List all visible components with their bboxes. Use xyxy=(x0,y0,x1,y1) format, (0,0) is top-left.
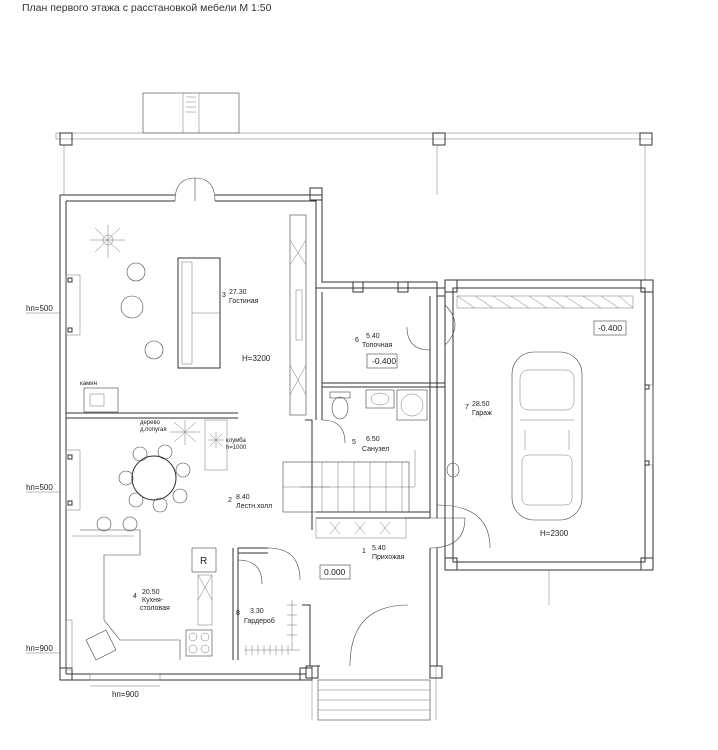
room-2-name: Лестн.холл xyxy=(236,503,272,510)
living-armchairs xyxy=(120,262,164,360)
car xyxy=(511,351,583,521)
interior-walls xyxy=(66,288,445,666)
room-label-4: 4 20.50 Кухня- столовая xyxy=(133,589,170,612)
sofa xyxy=(177,257,221,369)
room-label-3: 3 27.30 Гостиная xyxy=(222,289,259,305)
flowerbed xyxy=(204,419,228,471)
room-8-area: 3.30 xyxy=(250,608,264,615)
room-3-name: Гостиная xyxy=(229,298,259,305)
room-label-7: 7 28.50 Гараж xyxy=(465,401,492,417)
room-6-area: 5.40 xyxy=(366,333,380,340)
bottom-window xyxy=(89,673,161,687)
bathroom-sink xyxy=(365,389,395,409)
sill-left-upper: hп=500 xyxy=(26,304,53,313)
level-boiler: -0.400 xyxy=(372,356,396,366)
room-2-num: 2 xyxy=(228,497,232,504)
room-7-area: 28.50 xyxy=(472,401,490,408)
shower xyxy=(396,389,428,421)
left-windows xyxy=(65,274,81,671)
kitchen-counter xyxy=(72,516,181,660)
room-6-num: 6 xyxy=(355,337,359,344)
plant-living xyxy=(90,225,125,258)
label-tree-2: д.попугая xyxy=(140,427,167,433)
living-shelving xyxy=(289,214,307,416)
dining-set xyxy=(118,444,191,513)
room-1-num: 1 xyxy=(362,548,366,555)
room-4-num: 4 xyxy=(133,593,137,600)
room-1-area: 5.40 xyxy=(372,545,386,552)
height-living: H=3200 xyxy=(242,354,271,363)
garage-walls xyxy=(444,279,654,605)
entry-porch xyxy=(305,665,443,721)
level-box-garage xyxy=(593,320,627,336)
fireplace xyxy=(83,387,119,413)
level-box-boiler xyxy=(366,353,398,369)
room-5-num: 5 xyxy=(352,439,356,446)
room-7-name: Гараж xyxy=(472,410,492,417)
kitchen-corner-sink xyxy=(85,629,117,661)
room-4-area: 20.50 xyxy=(142,589,160,596)
room-label-5: 5 6.50 Санузел xyxy=(352,436,389,453)
garage-sink xyxy=(446,462,460,478)
level-garage: -0.400 xyxy=(598,323,622,333)
wardrobe-rail xyxy=(244,600,300,655)
room-label-8: 8 3.30 Гардероб xyxy=(236,608,275,625)
parrot-tree xyxy=(170,420,200,445)
terrace-canopy xyxy=(55,132,653,280)
room-7-num: 7 xyxy=(465,404,469,411)
level-box-entry xyxy=(319,564,351,580)
stove xyxy=(185,629,213,657)
doors xyxy=(237,304,491,667)
plan-title: План первого этажа с расстановкой мебели… xyxy=(22,2,272,14)
height-garage: H=2300 xyxy=(540,529,569,538)
room-2-area: 8.40 xyxy=(236,494,250,501)
room-3-area: 27.30 xyxy=(229,289,247,296)
room-3-num: 3 xyxy=(222,292,226,299)
level-entry: 0.000 xyxy=(324,567,346,577)
toilet xyxy=(329,391,351,420)
room-5-name: Санузел xyxy=(362,446,389,453)
sill-left-middle: hп=500 xyxy=(26,483,53,492)
room-1-name: Прихожая xyxy=(372,554,405,561)
fridge xyxy=(191,547,217,573)
room-4-name: Кухня- xyxy=(142,597,164,604)
room-5-area: 6.50 xyxy=(366,436,380,443)
room-4-name2: столовая xyxy=(140,605,170,612)
room-8-name: Гардероб xyxy=(244,617,275,625)
label-tree-1: дерево xyxy=(140,420,161,426)
entry-tiles xyxy=(315,517,407,539)
sill-left-lower: hп=900 xyxy=(26,644,53,653)
room-label-1: 1 5.40 Прихожая xyxy=(362,545,405,561)
label-fridge: R xyxy=(200,556,207,567)
room-label-6: 6 5.40 Топочная xyxy=(355,333,393,349)
kitchen-cabinets xyxy=(197,574,213,626)
living-double-door xyxy=(174,177,216,202)
room-label-2: 2 8.40 Лестн.холл xyxy=(228,494,272,510)
room-6-name: Топочная xyxy=(362,342,393,349)
label-fireplace: камин xyxy=(80,381,97,387)
staircase xyxy=(282,450,416,513)
sill-bottom: hп=900 xyxy=(112,690,139,699)
exterior-walls xyxy=(59,187,445,681)
label-flowerbed-1: клумба xyxy=(226,438,246,444)
top-porch-steps xyxy=(142,92,240,134)
room-8-num: 8 xyxy=(236,610,240,617)
label-flowerbed-2: h=1000 xyxy=(226,445,247,451)
